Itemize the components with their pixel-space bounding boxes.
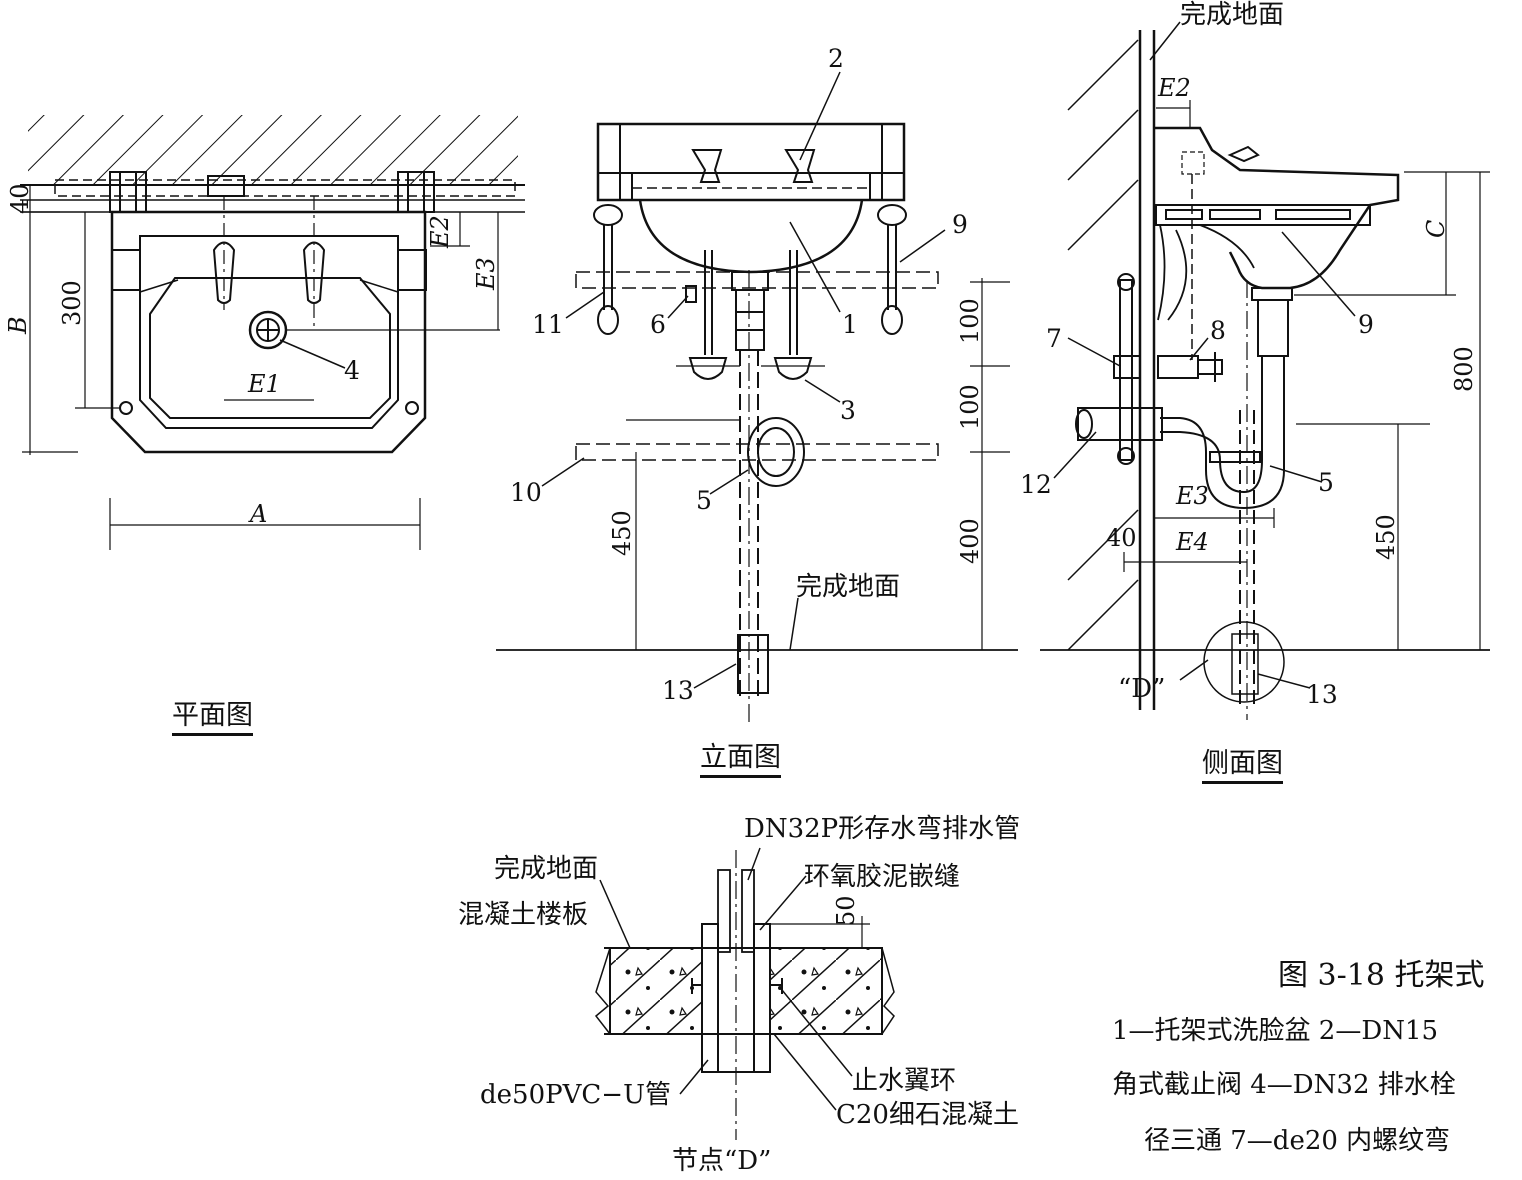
dim-400: 400 bbox=[956, 518, 984, 564]
side-dim-40: 40 bbox=[1106, 524, 1137, 552]
side-view bbox=[1040, 21, 1490, 720]
elev-floor-label: 完成地面 bbox=[796, 572, 901, 602]
dim-450-elev: 450 bbox=[608, 510, 636, 556]
dim-40: 40 bbox=[6, 183, 34, 214]
side-basin bbox=[1154, 126, 1400, 290]
slab-right bbox=[769, 947, 883, 1035]
marker-9b: 9 bbox=[1358, 310, 1374, 339]
elev-basin-top bbox=[596, 122, 906, 202]
marker-8: 8 bbox=[1210, 316, 1226, 345]
side-dim-E2: E2 bbox=[1158, 74, 1191, 102]
dim-E1: E1 bbox=[248, 370, 281, 398]
node-epoxy-label: 环氧胶泥嵌缝 bbox=[804, 862, 961, 892]
side-dim-C: C bbox=[1422, 219, 1450, 238]
title-elevation: 立面图 bbox=[700, 744, 781, 778]
marker-3: 3 bbox=[840, 396, 856, 425]
node-concrete-label: C20细石混凝土 bbox=[836, 1100, 1019, 1130]
dim-100b: 100 bbox=[956, 384, 984, 430]
dim-B: B bbox=[4, 316, 32, 334]
side-dim-450: 450 bbox=[1372, 514, 1400, 560]
node-dim-50: 50 bbox=[832, 895, 860, 926]
title-node-d: 节点“D” bbox=[672, 1146, 772, 1176]
marker-11: 11 bbox=[532, 310, 564, 339]
plan-view bbox=[20, 115, 525, 550]
dim-A: A bbox=[250, 500, 268, 528]
dim-300: 300 bbox=[58, 280, 86, 326]
legend-line-1: 1—托架式洗脸盆 2—DN15 bbox=[1112, 1016, 1439, 1046]
title-plan: 平面图 bbox=[172, 702, 253, 736]
marker-2: 2 bbox=[828, 44, 844, 73]
legend-line-3: 径三通 7—de20 内螺纹弯 bbox=[1144, 1126, 1451, 1156]
title-side: 侧面图 bbox=[1202, 750, 1283, 784]
elevation-view bbox=[496, 71, 1018, 725]
plan-faucet-left bbox=[212, 241, 236, 304]
side-dim-E4: E4 bbox=[1176, 528, 1209, 556]
marker-12: 12 bbox=[1020, 470, 1052, 499]
node-slab-label: 混凝土楼板 bbox=[458, 900, 589, 930]
marker-7: 7 bbox=[1046, 324, 1062, 353]
plan-basin-outer bbox=[110, 210, 427, 454]
node-floor-label: 完成地面 bbox=[494, 854, 599, 884]
side-dim-800: 800 bbox=[1450, 346, 1478, 392]
side-detail-D-label: “D” bbox=[1118, 674, 1166, 704]
side-dim-E3: E3 bbox=[1176, 482, 1209, 510]
marker-5b: 5 bbox=[1318, 468, 1334, 497]
marker-13b: 13 bbox=[1306, 680, 1338, 709]
node-d-detail bbox=[594, 847, 895, 1140]
dim-E2: E2 bbox=[426, 215, 454, 248]
marker-13a: 13 bbox=[662, 676, 694, 705]
marker-6: 6 bbox=[650, 310, 666, 339]
legend-line-2: 角式截止阀 4—DN32 排水栓 bbox=[1112, 1070, 1456, 1100]
side-floor-label: 完成地面 bbox=[1180, 0, 1285, 30]
marker-10: 10 bbox=[510, 478, 542, 507]
node-ring-label: 止水翼环 bbox=[852, 1066, 957, 1096]
figure-caption: 图 3-18 托架式 bbox=[1278, 958, 1485, 993]
marker-4: 4 bbox=[344, 356, 360, 385]
dim-E3: E3 bbox=[472, 257, 500, 290]
plan-wall-hatch bbox=[28, 115, 518, 185]
marker-1: 1 bbox=[842, 310, 858, 339]
dim-100a: 100 bbox=[956, 298, 984, 344]
slab-left bbox=[609, 947, 703, 1035]
plan-faucet-right bbox=[302, 241, 326, 304]
marker-5a: 5 bbox=[696, 486, 712, 515]
node-drain-label: DN32P形存水弯排水管 bbox=[744, 814, 1021, 844]
marker-9a: 9 bbox=[952, 210, 968, 239]
node-pipe-label: de50PVC−U管 bbox=[480, 1080, 671, 1110]
elev-basin-bowl bbox=[638, 199, 864, 274]
